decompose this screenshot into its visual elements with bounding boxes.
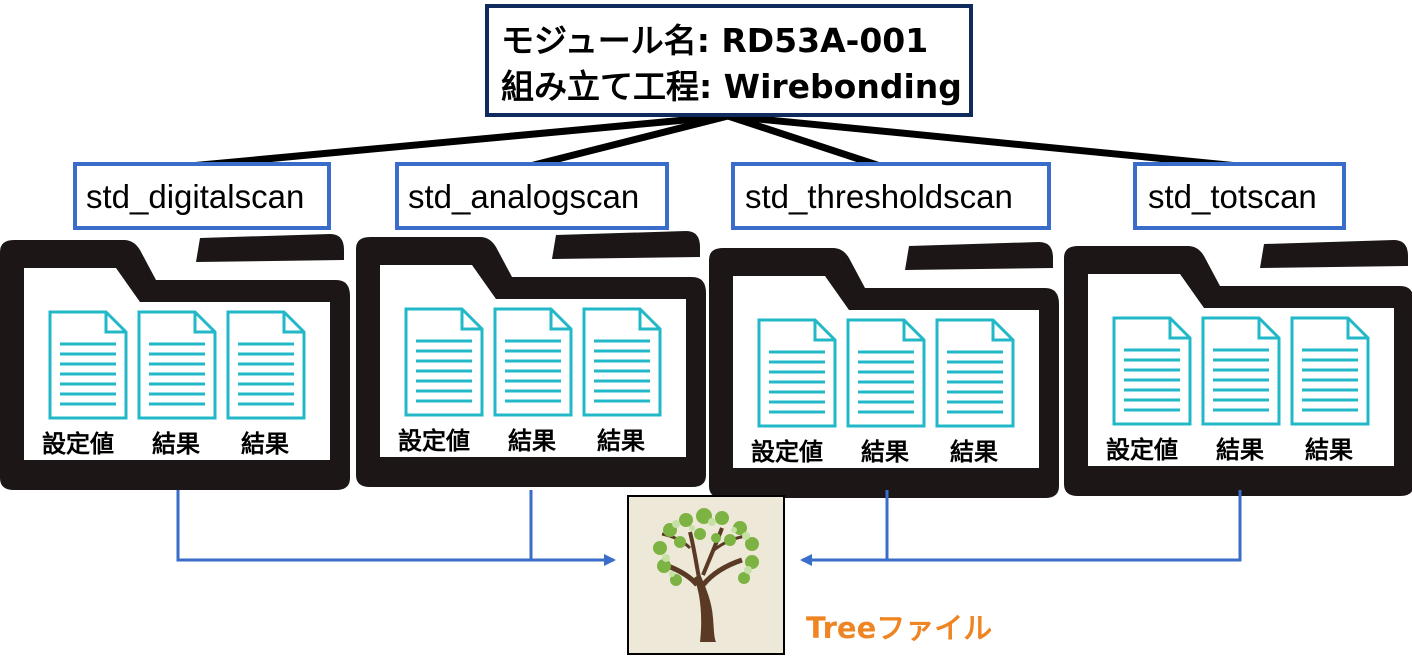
connector-line — [724, 112, 1242, 170]
scan-label: std_totscan — [1148, 178, 1317, 215]
document-icon — [846, 318, 926, 428]
scan-group: std_analogscan 設定値 結果 結果 — [356, 162, 706, 487]
document-icon — [493, 307, 573, 417]
scan-label: std_analogscan — [408, 178, 639, 215]
tree-file-suffix: ファイル — [876, 611, 992, 645]
document-icon — [1112, 316, 1192, 426]
file-label: 結果 — [950, 438, 998, 466]
scan-label-box — [731, 162, 1051, 230]
scan-group: std_thresholdscan 設定値 結果 結果 — [709, 162, 1059, 498]
scan-label: std_digitalscan — [86, 178, 304, 215]
file-label: 設定値 — [42, 430, 114, 458]
folder-icon: 設定値 結果 結果 — [0, 234, 350, 490]
assembly-step-text: 組み立て工程: Wirebonding — [501, 67, 962, 106]
arrow-left — [176, 490, 616, 566]
document-icon — [582, 307, 662, 417]
scan-label-box — [1133, 162, 1346, 230]
scan-group: std_totscan 設定値 結果 結果 — [1064, 162, 1412, 496]
arrow-right — [800, 490, 1242, 566]
document-icon — [404, 307, 484, 417]
connector-line — [186, 112, 732, 170]
file-label: 設定値 — [1106, 436, 1178, 464]
file-label: 結果 — [1216, 436, 1264, 464]
document-icon — [935, 318, 1015, 428]
file-label: 結果 — [597, 427, 645, 455]
scan-label: std_thresholdscan — [745, 178, 1013, 215]
tree-file-prefix: Tree — [806, 611, 876, 645]
scan-groups: std_digitalscan 設定値 結果 結果 std_analogscan 設定値 結… — [0, 162, 1412, 498]
connector-line — [526, 112, 732, 170]
connector-lines — [186, 112, 1242, 170]
scan-label-box — [73, 162, 331, 230]
folder-icon: 設定値 結果 結果 — [356, 231, 706, 487]
document-icon — [137, 310, 217, 420]
file-label: 設定値 — [398, 427, 470, 455]
document-icon — [226, 310, 306, 420]
file-label: 結果 — [152, 430, 200, 458]
module-box: モジュール名: RD53A-001 組み立て工程: Wirebonding — [485, 4, 973, 117]
file-label: 結果 — [508, 427, 556, 455]
document-icon — [48, 310, 128, 420]
scan-group: std_digitalscan 設定値 結果 結果 — [0, 162, 350, 490]
file-label: 結果 — [241, 430, 289, 458]
connector-line — [724, 112, 884, 170]
document-icon — [757, 318, 837, 428]
document-icon — [1201, 316, 1281, 426]
folder-icon: 設定値 結果 結果 — [1064, 240, 1412, 496]
module-name-text: モジュール名: RD53A-001 — [501, 21, 928, 60]
tree-arrows — [176, 490, 1242, 566]
file-label: 設定値 — [751, 438, 823, 466]
file-label: 結果 — [861, 438, 909, 466]
folder-icon: 設定値 結果 結果 — [709, 242, 1059, 498]
module-box-border — [485, 4, 973, 117]
scan-label-box — [395, 162, 669, 230]
file-label: 結果 — [1305, 436, 1353, 464]
tree-file-label: Treeファイル — [806, 611, 992, 645]
tree-icon — [627, 495, 785, 655]
document-icon — [1290, 316, 1370, 426]
